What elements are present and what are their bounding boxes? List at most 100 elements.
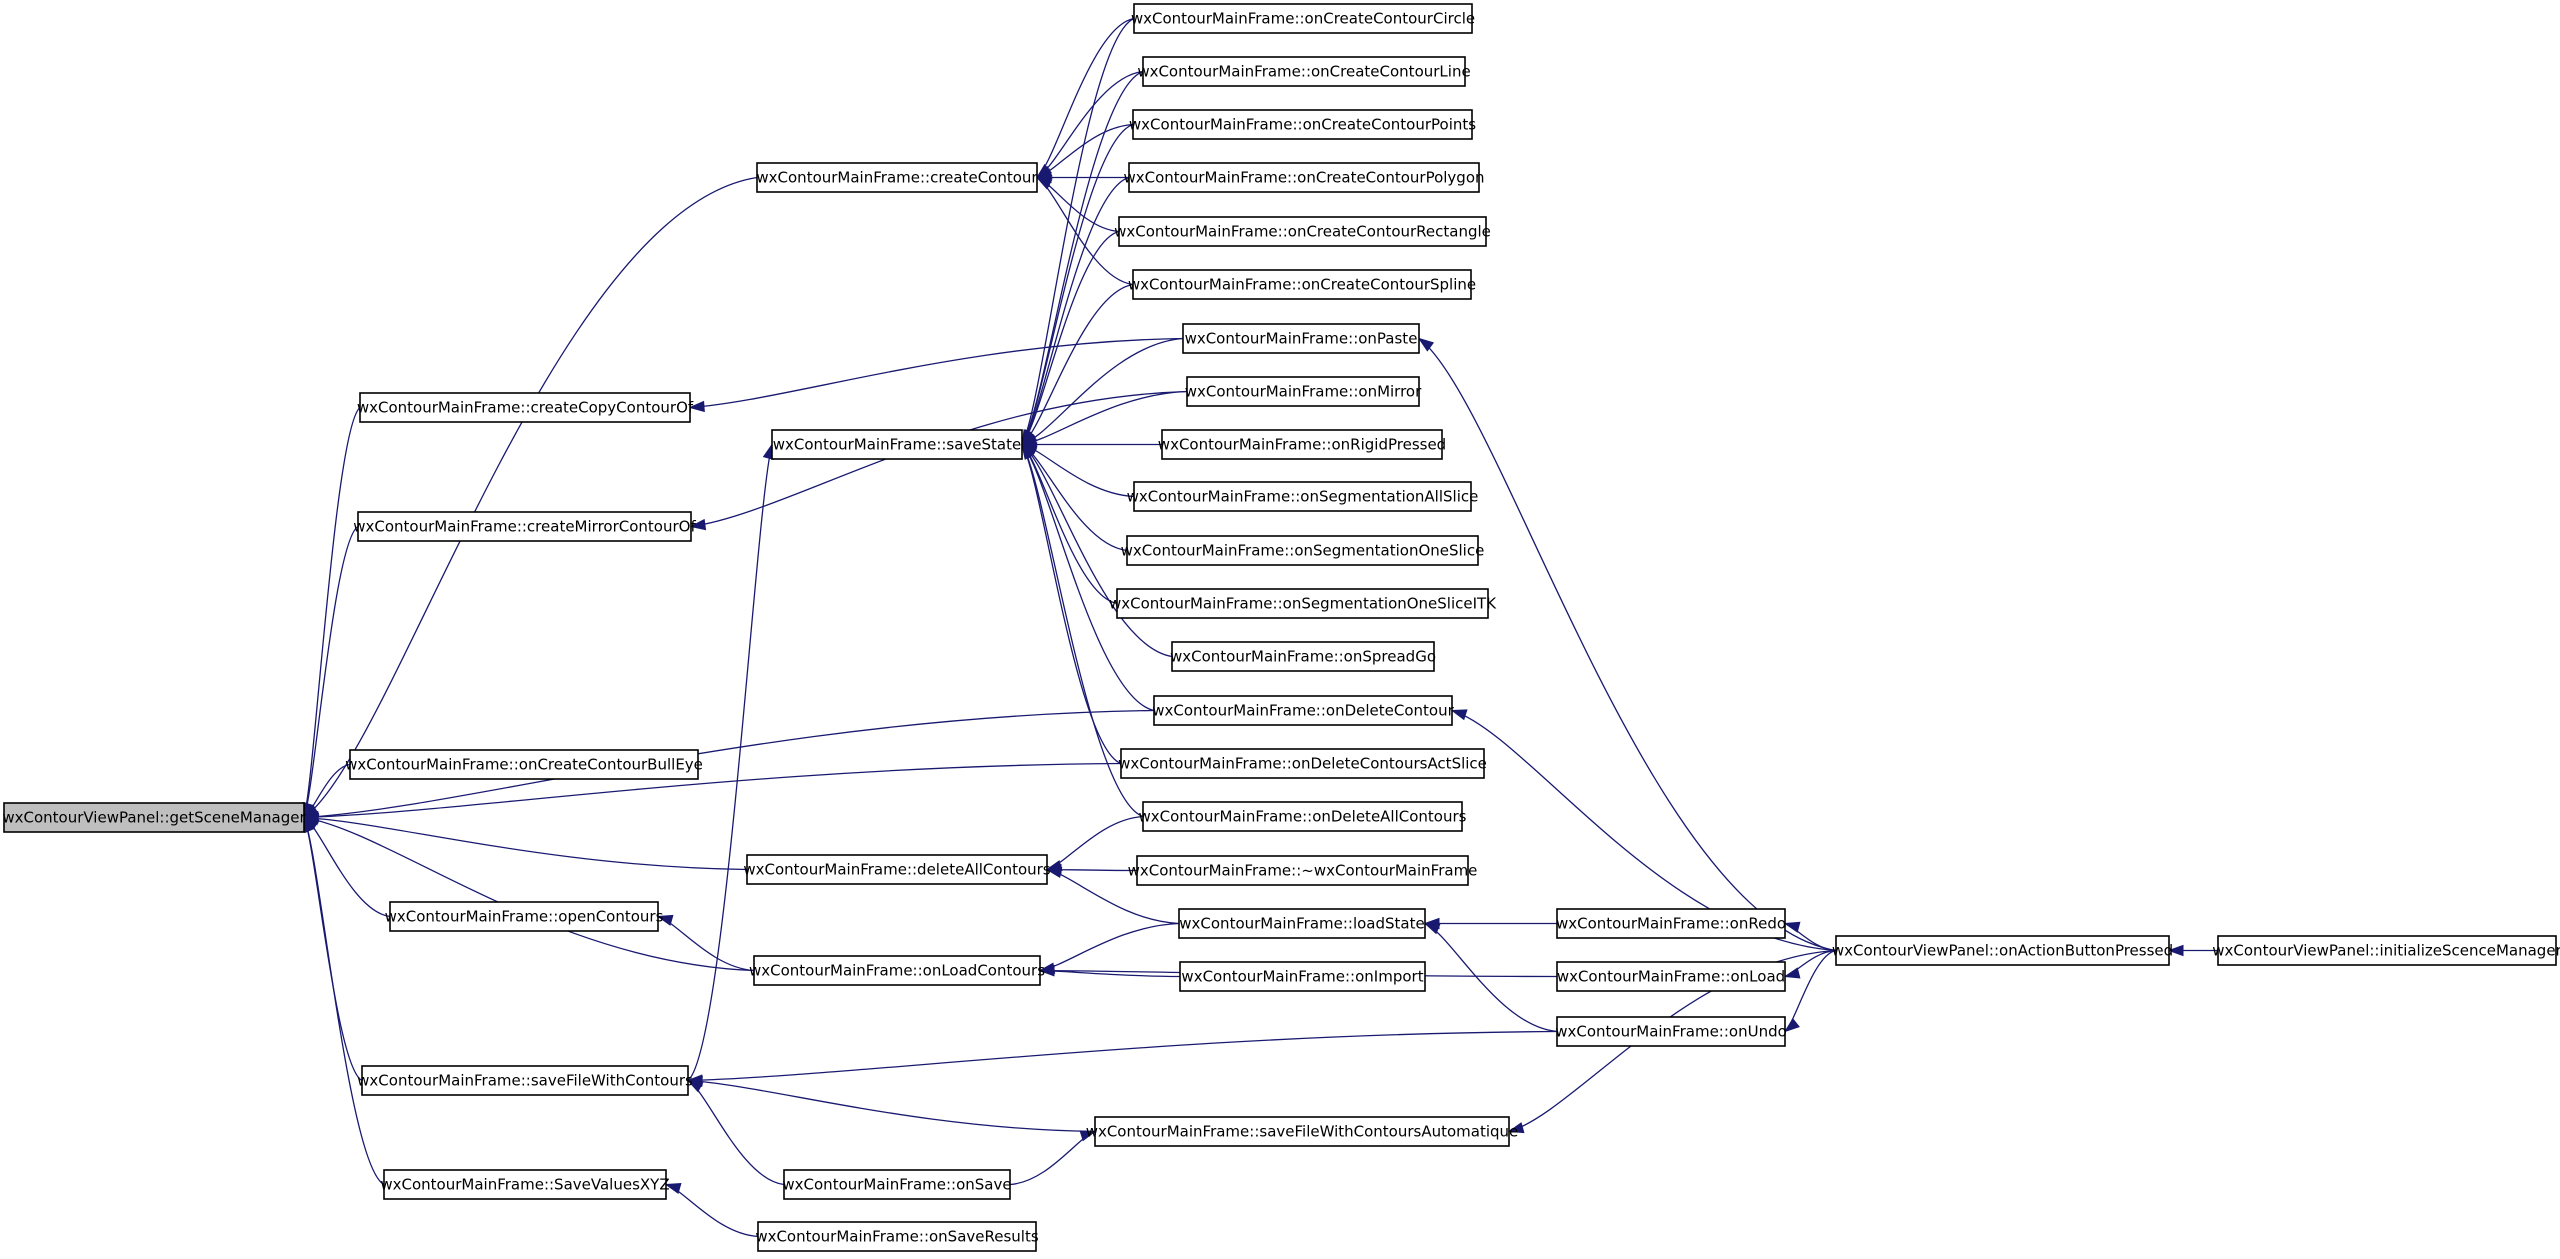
node-box[interactable] <box>1132 269 1472 300</box>
node-box[interactable] <box>1120 748 1485 779</box>
node-onUndo[interactable]: wxContourMainFrame::onUndo <box>1555 1016 1787 1047</box>
node-onSaveResults[interactable]: wxContourMainFrame::onSaveResults <box>755 1221 1039 1252</box>
node-box[interactable] <box>1161 429 1443 460</box>
node-openContours[interactable]: wxContourMainFrame::openContours <box>385 901 664 932</box>
edge-layer <box>302 17 2218 1238</box>
node-box[interactable] <box>1179 961 1426 992</box>
node-box[interactable] <box>359 392 691 423</box>
node-label: wxContourMainFrame::loadState <box>1179 915 1424 933</box>
node-label: wxContourMainFrame::onLoadContours <box>749 962 1045 980</box>
node-box[interactable] <box>3 802 305 833</box>
node-onRedo[interactable]: wxContourMainFrame::onRedo <box>1556 908 1786 939</box>
node-box[interactable] <box>1118 216 1487 247</box>
node-onMirror[interactable]: wxContourMainFrame::onMirror <box>1185 376 1422 407</box>
edge-onPaste-to-saveState <box>1021 337 1184 446</box>
node-layer: wxContourViewPanel::getSceneManagerwxCon… <box>2 3 2560 1252</box>
node-onCreateContourPoints[interactable]: wxContourMainFrame::onCreateContourPoint… <box>1129 109 1476 140</box>
node-box[interactable] <box>389 901 659 932</box>
node-label: wxContourMainFrame::onRedo <box>1556 915 1786 933</box>
arrowhead-onDeleteAllContours-to-saveState <box>1021 443 1035 460</box>
node-box[interactable] <box>1133 481 1472 512</box>
node-onCreateContourRectangle[interactable]: wxContourMainFrame::onCreateContourRecta… <box>1114 216 1491 247</box>
node-onDeleteContour[interactable]: wxContourMainFrame::onDeleteContour <box>1152 695 1455 726</box>
node-box[interactable] <box>357 511 692 542</box>
node-createContour[interactable]: wxContourMainFrame::createContour <box>756 162 1038 193</box>
edge-onCreateContourRectangle-to-saveState <box>1021 230 1120 445</box>
node-box[interactable] <box>1132 109 1473 140</box>
node-onRigidPressed[interactable]: wxContourMainFrame::onRigidPressed <box>1158 429 1446 460</box>
node-createCopyContourOf[interactable]: wxContourMainFrame::createCopyContourOf <box>357 392 694 423</box>
node-SaveValuesXYZ[interactable]: wxContourMainFrame::SaveValuesXYZ <box>380 1169 670 1200</box>
node-onImport[interactable]: wxContourMainFrame::onImport <box>1179 961 1426 992</box>
node-saveFileWithContours[interactable]: wxContourMainFrame::saveFileWithContours <box>357 1065 693 1096</box>
node-box[interactable] <box>771 429 1023 460</box>
node-onPaste[interactable]: wxContourMainFrame::onPaste <box>1182 323 1420 354</box>
arrowhead-initializeScenceManager-to-onActionButtonPressed <box>2167 944 2184 957</box>
node-box[interactable] <box>756 162 1038 193</box>
node-onSegmentationAllSlice[interactable]: wxContourMainFrame::onSegmentationAllSli… <box>1127 481 1479 512</box>
node-box[interactable] <box>1153 695 1453 726</box>
node-getSceneManager[interactable]: wxContourViewPanel::getSceneManager <box>2 802 306 833</box>
node-onSegmentationOneSlice[interactable]: wxContourMainFrame::onSegmentationOneSli… <box>1121 535 1485 566</box>
node-box[interactable] <box>1835 935 2170 966</box>
node-box[interactable] <box>1171 641 1435 672</box>
node-box[interactable] <box>1142 56 1466 87</box>
node-box[interactable] <box>383 1169 667 1200</box>
node-box[interactable] <box>1133 3 1473 34</box>
node-box[interactable] <box>746 854 1048 885</box>
node-saveState[interactable]: wxContourMainFrame::saveState <box>771 429 1023 460</box>
node-box[interactable] <box>783 1169 1011 1200</box>
node-label: wxContourMainFrame::createCopyContourOf <box>357 399 694 417</box>
node-onSegmentationOneSliceITK[interactable]: wxContourMainFrame::onSegmentationOneSli… <box>1109 588 1497 619</box>
node-box[interactable] <box>1556 1016 1786 1047</box>
node-onDeleteContoursActSlice[interactable]: wxContourMainFrame::onDeleteContoursActS… <box>1118 748 1487 779</box>
node-onSpreadGo[interactable]: wxContourMainFrame::onSpreadGo <box>1170 641 1436 672</box>
node-loadState[interactable]: wxContourMainFrame::loadState <box>1178 908 1426 939</box>
node-label: wxContourMainFrame::onCreateContourRecta… <box>1114 223 1491 241</box>
node-initializeScenceManager[interactable]: wxContourViewPanel::initializeScenceMana… <box>2212 935 2560 966</box>
edge-onSaveResults-to-SaveValuesXYZ <box>665 1183 759 1238</box>
node-box[interactable] <box>757 1221 1037 1252</box>
node-label: wxContourMainFrame::onDeleteContoursActS… <box>1118 755 1487 773</box>
node-box[interactable] <box>1182 323 1420 354</box>
node-box[interactable] <box>1556 961 1786 992</box>
node-onActionButtonPressed[interactable]: wxContourViewPanel::onActionButtonPresse… <box>1832 935 2173 966</box>
node-onDeleteAllContours[interactable]: wxContourMainFrame::onDeleteAllContours <box>1139 801 1467 832</box>
node-box[interactable] <box>349 749 699 780</box>
node-onCreateContourPolygon[interactable]: wxContourMainFrame::onCreateContourPolyg… <box>1123 162 1485 193</box>
node-label: wxContourMainFrame::onSpreadGo <box>1170 648 1436 666</box>
node-onCreateContourSpline[interactable]: wxContourMainFrame::onCreateContourSplin… <box>1128 269 1476 300</box>
node-box[interactable] <box>1094 1116 1510 1147</box>
node-onLoad[interactable]: wxContourMainFrame::onLoad <box>1556 961 1786 992</box>
node-destructor[interactable]: wxContourMainFrame::~wxContourMainFrame <box>1128 855 1478 886</box>
node-saveFileWithContoursAutomatique[interactable]: wxContourMainFrame::saveFileWithContours… <box>1086 1116 1519 1147</box>
node-box[interactable] <box>1126 535 1479 566</box>
edge-deleteAllContours-to-getSceneManager <box>303 816 748 871</box>
node-onCreateContourBullEye[interactable]: wxContourMainFrame::onCreateContourBullE… <box>345 749 703 780</box>
node-box[interactable] <box>1142 801 1463 832</box>
node-box[interactable] <box>1136 855 1469 886</box>
node-box[interactable] <box>1556 908 1786 939</box>
node-createMirrorContourOf[interactable]: wxContourMainFrame::createMirrorContourO… <box>353 511 696 542</box>
node-box[interactable] <box>1186 376 1420 407</box>
node-onLoadContours[interactable]: wxContourMainFrame::onLoadContours <box>749 955 1045 986</box>
arrowhead-onActionButtonPressed-to-onUndo <box>1783 1018 1800 1033</box>
node-box[interactable] <box>1178 908 1426 939</box>
node-label: wxContourMainFrame::createMirrorContourO… <box>353 518 696 536</box>
edge-createMirrorContourOf-to-getSceneManager <box>303 525 359 818</box>
node-box[interactable] <box>1128 162 1480 193</box>
node-onSave[interactable]: wxContourMainFrame::onSave <box>782 1169 1012 1200</box>
arrowhead-onActionButtonPressed-to-onDeleteContour <box>1450 709 1468 721</box>
node-label: wxContourMainFrame::onSegmentationOneSli… <box>1109 595 1497 613</box>
node-onCreateContourLine[interactable]: wxContourMainFrame::onCreateContourLine <box>1137 56 1471 87</box>
node-box[interactable] <box>1116 588 1489 619</box>
node-onCreateContourCircle[interactable]: wxContourMainFrame::onCreateContourCircl… <box>1131 3 1475 34</box>
node-label: wxContourMainFrame::onLoad <box>1557 968 1785 986</box>
edge-onSegmentationAllSlice-to-saveState <box>1021 443 1135 498</box>
node-box[interactable] <box>2217 935 2557 966</box>
node-box[interactable] <box>361 1065 689 1096</box>
node-label: wxContourMainFrame::onCreateContourBullE… <box>345 756 703 774</box>
node-deleteAllContours[interactable]: wxContourMainFrame::deleteAllContours <box>743 854 1051 885</box>
node-box[interactable] <box>753 955 1041 986</box>
